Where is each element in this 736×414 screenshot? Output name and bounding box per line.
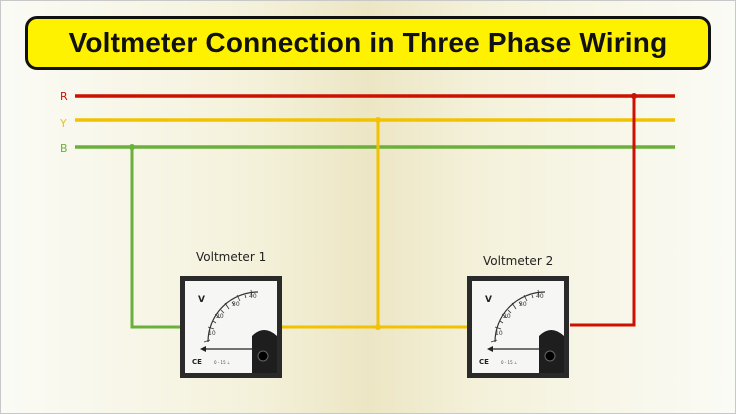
- voltmeter-1-ce-mark: CE: [192, 358, 202, 366]
- voltmeter-1: V 10 20 30 40 CE 0 - 15 ⊥: [180, 276, 282, 378]
- voltmeter-1-scale-40: 40: [249, 293, 257, 300]
- phase-label-r: R: [60, 90, 68, 103]
- voltmeter-1-scale-20: 20: [216, 313, 224, 320]
- junction-dot-y-lower: [375, 324, 381, 330]
- voltmeter-2-scale-40: 40: [536, 293, 544, 300]
- voltmeter-1-unit: V: [198, 295, 205, 305]
- junction-dot-b: [129, 144, 135, 150]
- voltmeter-2: V 10 20 30 40 CE 0 - 15 ⊥: [467, 276, 569, 378]
- voltmeter-1-scale-10: 10: [208, 330, 216, 337]
- wire-b-to-voltmeter-1: [130, 147, 182, 329]
- wire-y-to-voltmeter-1: [282, 120, 380, 329]
- voltmeter-1-label: Voltmeter 1: [196, 250, 267, 264]
- junction-dot-y: [375, 117, 381, 123]
- voltmeter-2-label: Voltmeter 2: [483, 254, 554, 268]
- wire-r-to-voltmeter-2: [570, 96, 636, 327]
- voltmeter-1-spec: 0 - 15 ⊥: [214, 360, 231, 365]
- title-banner: Voltmeter Connection in Three Phase Wiri…: [25, 16, 711, 70]
- diagram-title: Voltmeter Connection in Three Phase Wiri…: [68, 27, 668, 58]
- voltmeter-2-ce-mark: CE: [479, 358, 489, 366]
- voltmeter-2-spec: 0 - 15 ⊥: [501, 360, 518, 365]
- junction-dot-r: [631, 93, 637, 99]
- voltmeter-2-scale-30: 30: [519, 301, 527, 308]
- voltmeter-2-scale-10: 10: [495, 330, 503, 337]
- voltmeter-2-scale-20: 20: [503, 313, 511, 320]
- voltmeter-1-scale-30: 30: [232, 301, 240, 308]
- phase-label-b: B: [60, 142, 68, 155]
- phase-label-y: Y: [60, 117, 67, 130]
- voltmeter-2-unit: V: [485, 295, 492, 305]
